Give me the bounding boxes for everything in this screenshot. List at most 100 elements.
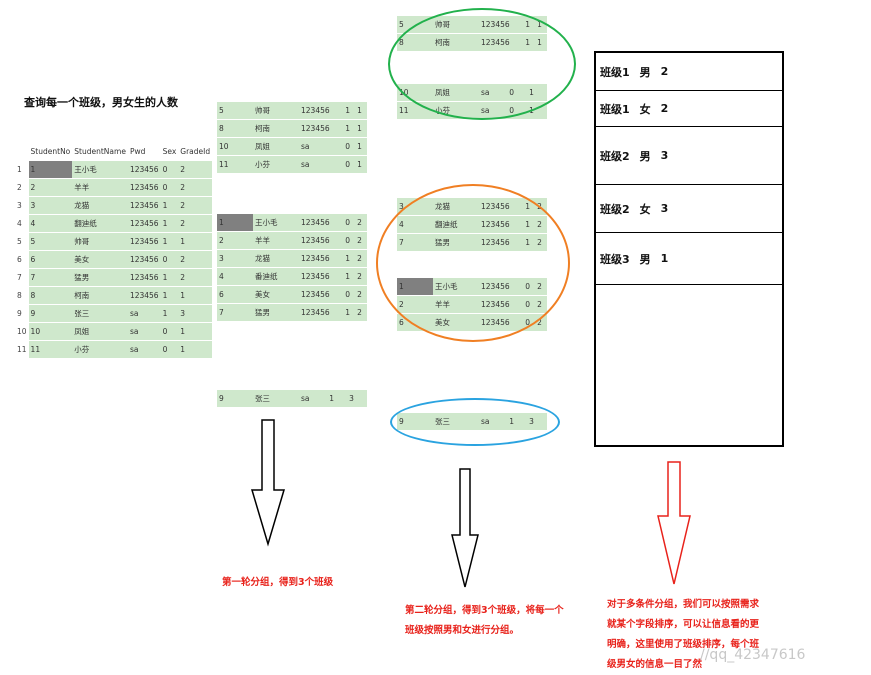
row-number-header <box>15 143 29 161</box>
table-cell: 123456 <box>299 102 344 120</box>
table-cell: 123456 <box>299 249 344 268</box>
table-cell: 123456 <box>299 231 344 250</box>
table-cell: sa <box>127 322 161 341</box>
table-cell: 123456 <box>127 286 161 305</box>
table-cell: 1 <box>355 155 367 174</box>
table-cell: 1 <box>355 102 367 120</box>
result-sex: 女 <box>639 202 651 216</box>
table-cell: 2 <box>28 178 73 197</box>
table-cell: 2 <box>535 313 547 332</box>
row-number-cell: 11 <box>15 340 29 359</box>
table-cell: 龙猫 <box>72 196 128 215</box>
column-header: StudentName <box>72 143 128 161</box>
table-cell: 3 <box>217 249 253 268</box>
table-cell: 9 <box>28 304 73 323</box>
table-cell: sa <box>127 304 161 323</box>
down-arrow-icon <box>250 419 286 547</box>
table-cell: sa <box>299 390 328 408</box>
table-cell: 0 <box>343 231 356 250</box>
table-cell: 4 <box>217 267 253 286</box>
result-class: 班级3 <box>600 252 630 266</box>
row-number-cell: 1 <box>15 160 29 179</box>
table-cell: 柯南 <box>253 119 299 138</box>
table-cell: 1 <box>28 160 73 179</box>
table-cell: 1 <box>160 214 179 233</box>
table-cell: 1 <box>343 303 356 322</box>
table-cell: 6 <box>217 285 253 304</box>
table-cell: 123456 <box>127 214 161 233</box>
table-cell: 10 <box>217 137 253 156</box>
row-number-cell: 3 <box>15 196 29 215</box>
table-cell: 小芬 <box>72 340 128 359</box>
table-cell: 123456 <box>299 285 344 304</box>
table-cell: 0 <box>160 340 179 359</box>
result-count: 2 <box>660 102 669 115</box>
table-cell: 1 <box>178 286 213 305</box>
table-cell: 123456 <box>127 196 161 215</box>
result-class: 班级2 <box>600 149 630 163</box>
table-cell: 0 <box>160 178 179 197</box>
table-cell: 0 <box>160 250 179 269</box>
row-number-cell: 4 <box>15 214 29 233</box>
table-cell: 2 <box>355 231 367 250</box>
row-number-cell: 7 <box>15 268 29 287</box>
table-cell: 0 <box>160 322 179 341</box>
table-cell: 2 <box>178 268 213 287</box>
table-cell: 2 <box>355 267 367 286</box>
table-cell: 1 <box>343 102 356 120</box>
table-cell: 0 <box>343 214 356 232</box>
table-cell: 2 <box>355 285 367 304</box>
table-cell: 123456 <box>299 214 344 232</box>
table-cell: 123456 <box>299 303 344 322</box>
table-cell: 9 <box>217 390 253 408</box>
table-cell: 张三 <box>253 390 299 408</box>
table-cell: 123456 <box>127 160 161 179</box>
row-number-cell: 2 <box>15 178 29 197</box>
table-cell: 1 <box>343 267 356 286</box>
round2-note: 第二轮分组，得到3个班级，将每一个班级按照男和女进行分组。 <box>405 605 564 636</box>
table-cell: 羊羊 <box>72 178 128 197</box>
table-cell: 5 <box>217 102 253 120</box>
result-row: 班级2 男 3 <box>596 127 782 185</box>
table-cell: 1 <box>160 304 179 323</box>
table-cell: 7 <box>217 303 253 322</box>
table-cell: 2 <box>355 214 367 232</box>
result-sex: 男 <box>639 65 651 79</box>
table-cell: 柯南 <box>72 286 128 305</box>
column-header: GradeId <box>178 143 213 161</box>
result-row: 班级1 女 2 <box>596 91 782 127</box>
table-cell: 2 <box>178 178 213 197</box>
table-cell: 2 <box>355 249 367 268</box>
table-cell: 小芬 <box>253 155 299 174</box>
table-cell: 王小毛 <box>72 160 128 179</box>
row-number-cell: 10 <box>15 322 29 341</box>
table-cell: 1 <box>160 196 179 215</box>
table-cell: 1 <box>178 322 213 341</box>
table-cell: 1 <box>217 214 253 232</box>
table-cell: 2 <box>178 160 213 179</box>
round1-note: 第一轮分组，得到3个班级 <box>222 577 334 588</box>
table-cell: 2 <box>355 303 367 322</box>
table-cell: 美女 <box>72 250 128 269</box>
table-cell: 帅哥 <box>72 232 128 251</box>
result-class: 班级2 <box>600 202 630 216</box>
table-cell: 123456 <box>127 250 161 269</box>
